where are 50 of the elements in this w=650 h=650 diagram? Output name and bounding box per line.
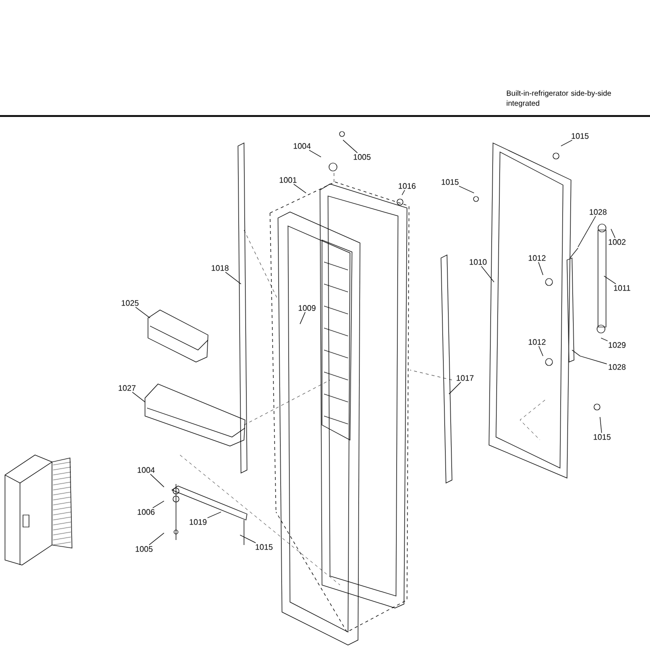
leader-line — [207, 512, 222, 518]
callout-number: 1005 — [136, 546, 153, 552]
callout-number: 1018 — [212, 265, 229, 271]
callout-number: 1028 — [608, 364, 626, 370]
callout-number: 1028 — [590, 209, 607, 215]
callout-number: 1019 — [190, 519, 206, 525]
leader-line — [308, 150, 322, 158]
callout-number: 1017 — [456, 375, 474, 381]
leader-line — [600, 338, 608, 342]
callout-number: 1029 — [608, 342, 626, 348]
callout-number: 1011 — [614, 285, 630, 291]
leader-line — [135, 306, 150, 318]
callout-number: 1015 — [594, 434, 611, 440]
callout-number: 1004 — [294, 143, 311, 149]
callout-number: 1005 — [354, 154, 371, 160]
callout-number: 1015 — [256, 544, 273, 550]
leader-line — [458, 186, 474, 194]
leader-line — [448, 382, 462, 394]
callout-number: 1015 — [442, 179, 459, 185]
callout-number: 1009 — [298, 305, 316, 311]
leader-line — [150, 474, 164, 488]
callout-number: 1002 — [608, 239, 626, 245]
callout-number: 1016 — [398, 183, 416, 189]
callout-number: 1027 — [118, 385, 136, 391]
leader-line — [342, 140, 358, 154]
callout-number: 1010 — [470, 259, 487, 265]
leader-line — [538, 346, 544, 356]
callout-number: 1015 — [572, 133, 589, 139]
callout-number: 1001 — [280, 177, 296, 183]
callout-number: 1006 — [138, 509, 155, 515]
leader-line — [300, 312, 306, 324]
leader-line — [560, 140, 572, 146]
leader-line — [481, 266, 494, 282]
leader-line — [604, 276, 616, 284]
leader-line — [132, 392, 146, 402]
callout-number: 1025 — [122, 300, 139, 306]
leader-line — [538, 262, 544, 276]
leader-line — [152, 500, 164, 508]
leader-line — [240, 534, 256, 544]
leader-line — [402, 190, 405, 196]
leader-line — [600, 416, 602, 434]
leader-line — [610, 228, 616, 238]
leader-line — [225, 272, 242, 284]
leader-line — [580, 356, 608, 364]
callout-number: 1004 — [138, 467, 155, 473]
leader-line — [578, 216, 596, 248]
leader-line — [148, 532, 164, 546]
callout-number: 1012 — [528, 339, 546, 345]
callout-number: 1012 — [528, 255, 546, 261]
leader-line — [293, 184, 306, 194]
